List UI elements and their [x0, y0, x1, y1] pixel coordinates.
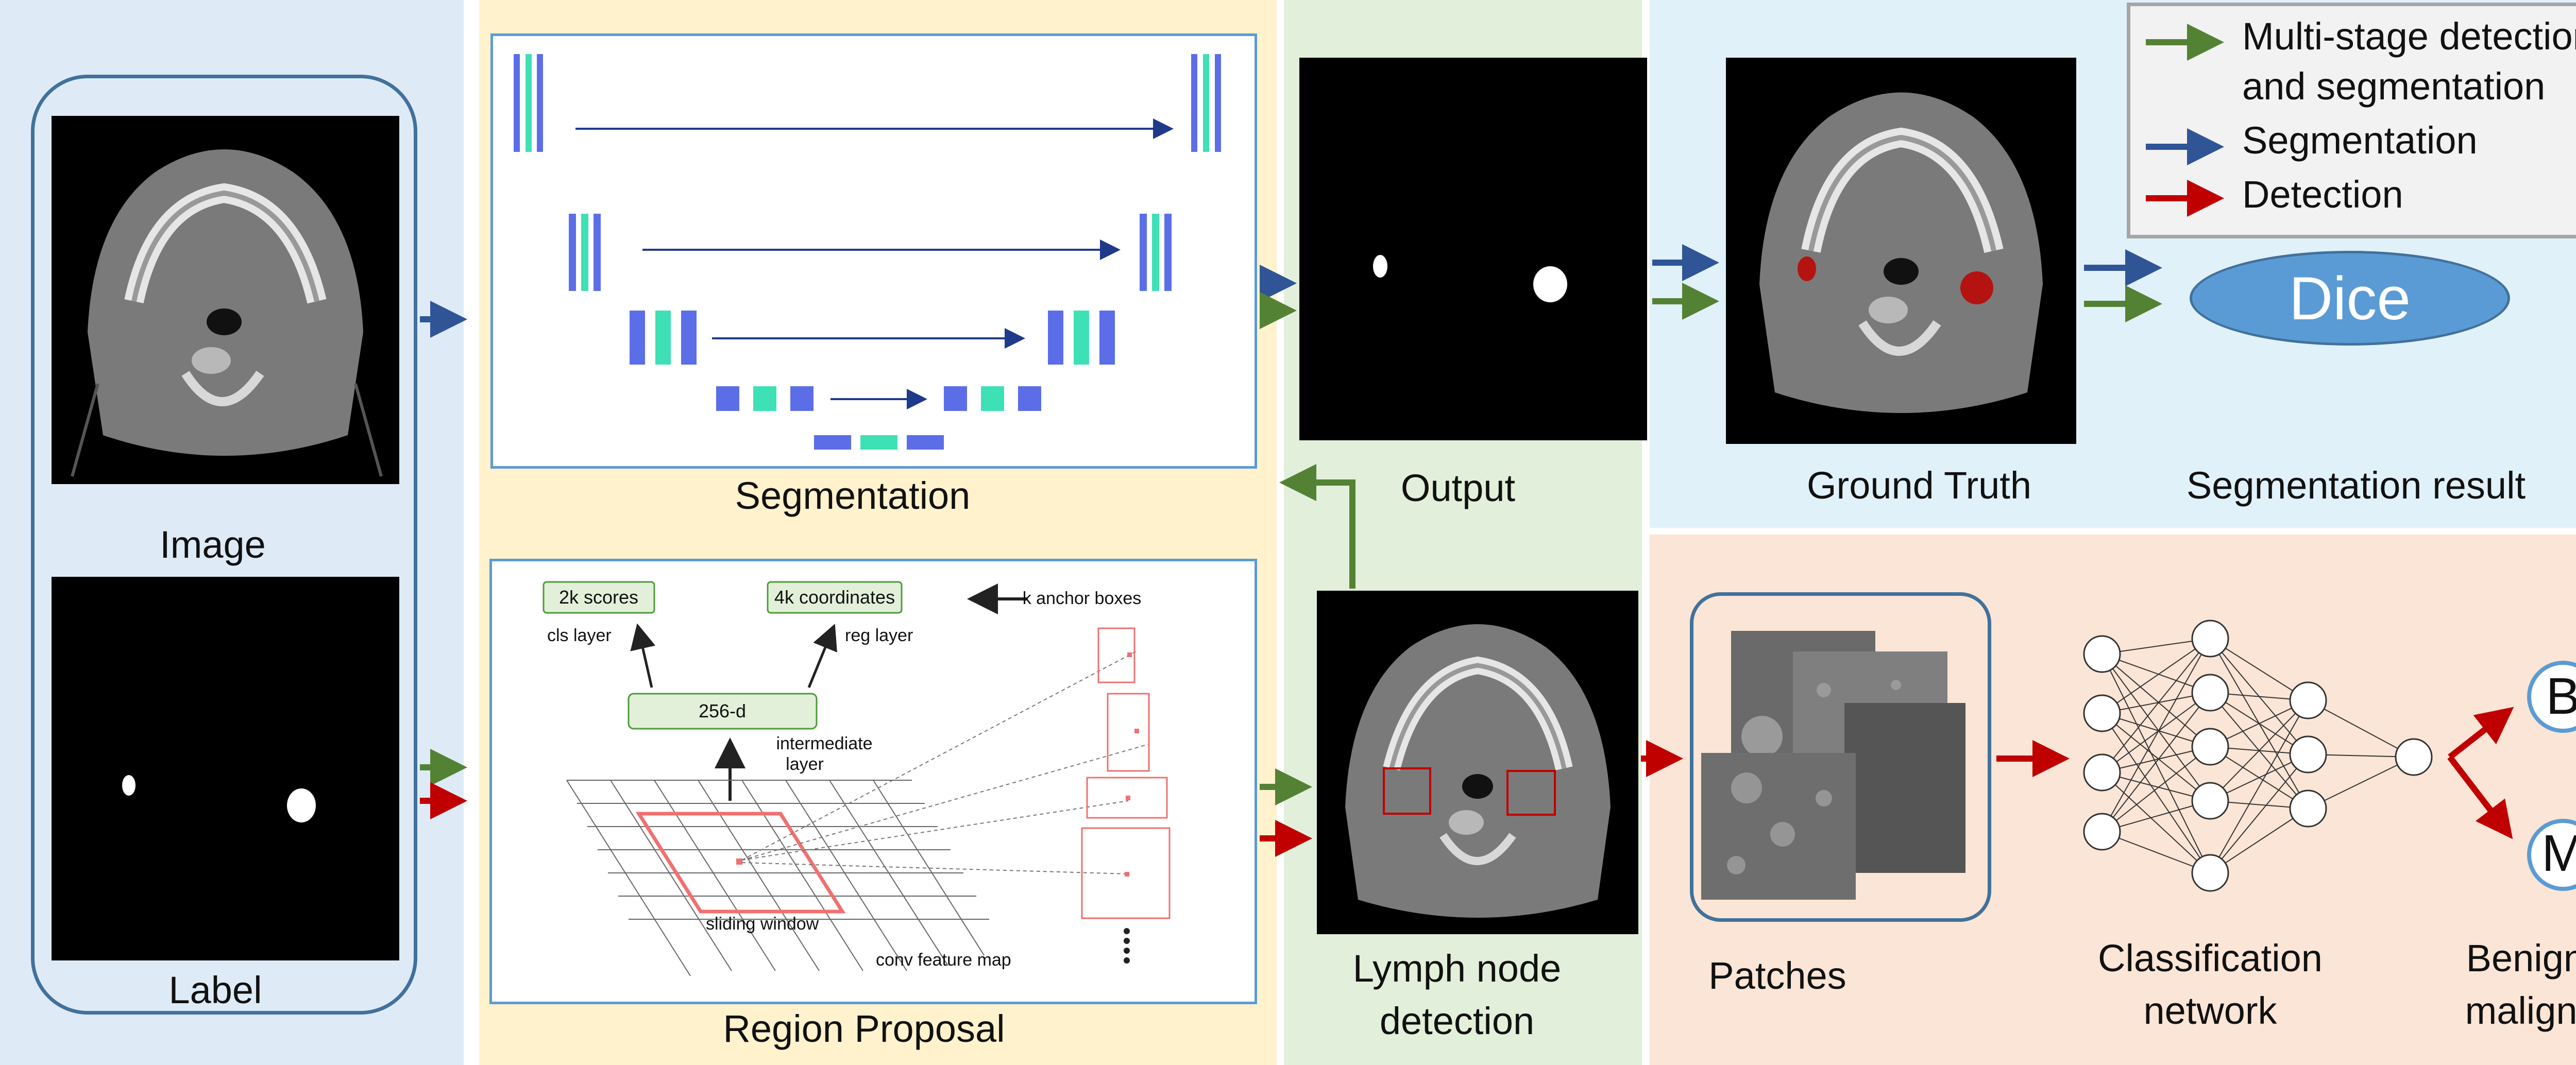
benign-letter: B: [2546, 667, 2576, 725]
mask-label: Label: [168, 969, 262, 1011]
rpn-diagram: 2k scores 4k coordinates k anchor boxes …: [543, 581, 1171, 976]
ground-truth-label: Ground Truth: [1806, 464, 2032, 507]
outcome-label-line2: malignant: [2465, 989, 2576, 1032]
patches-images: [1701, 631, 1965, 900]
legend-segmentation: Segmentation: [2242, 119, 2478, 162]
rpn-anchor-text: k anchor boxes: [1023, 589, 1142, 608]
image-label: Image: [160, 523, 266, 566]
outcome-label-line1: Benign or: [2466, 937, 2576, 980]
dice-label: Dice: [2289, 265, 2411, 333]
rpn-intermediate-text: intermediate: [776, 734, 872, 753]
label-mask-image: [52, 577, 399, 960]
dice-ellipse: [2190, 251, 2510, 346]
rpn-coordinates-text: 4k coordinates: [774, 587, 895, 608]
network-label-line1: Classification: [2098, 937, 2323, 980]
malignant-letter: M: [2541, 824, 2576, 882]
rpn-dim-text: 256-d: [699, 700, 746, 722]
patches-frame: [1690, 592, 1991, 922]
rpn-reg-text: reg layer: [845, 626, 913, 645]
rpn-sliding-text: sliding window: [706, 914, 819, 934]
rpn-scores-text: 2k scores: [559, 587, 638, 608]
rpn-cls-text: cls layer: [547, 626, 612, 645]
unet-box: [490, 33, 1257, 469]
detection-label-line1: Lymph node: [1352, 947, 1562, 990]
rpn-layer-text: layer: [786, 754, 824, 774]
network-label-line2: network: [2143, 989, 2277, 1032]
output-mask-image: [1299, 58, 1647, 440]
rpn-feature-map-text: conv feature map: [876, 950, 1011, 970]
legend-detection: Detection: [2242, 173, 2403, 216]
segmentation-result-label: Segmentation result: [2186, 464, 2526, 507]
legend-multi-line1: Multi-stage detection: [2242, 15, 2576, 58]
ground-truth-image: [1726, 58, 2076, 444]
input-frame: [31, 75, 417, 1015]
detection-image: [1317, 591, 1638, 934]
region-proposal-title: Region Proposal: [723, 1007, 1005, 1050]
patches-label: Patches: [1708, 954, 1846, 997]
classification-network: [2083, 620, 2433, 892]
output-label: Output: [1400, 467, 1516, 509]
detection-label-line2: detection: [1379, 1000, 1535, 1042]
unet-diagram: [514, 54, 1221, 450]
ct-input-image: [52, 116, 399, 484]
legend-multi-line2: and segmentation: [2242, 65, 2546, 108]
segmentation-title: Segmentation: [735, 474, 971, 517]
